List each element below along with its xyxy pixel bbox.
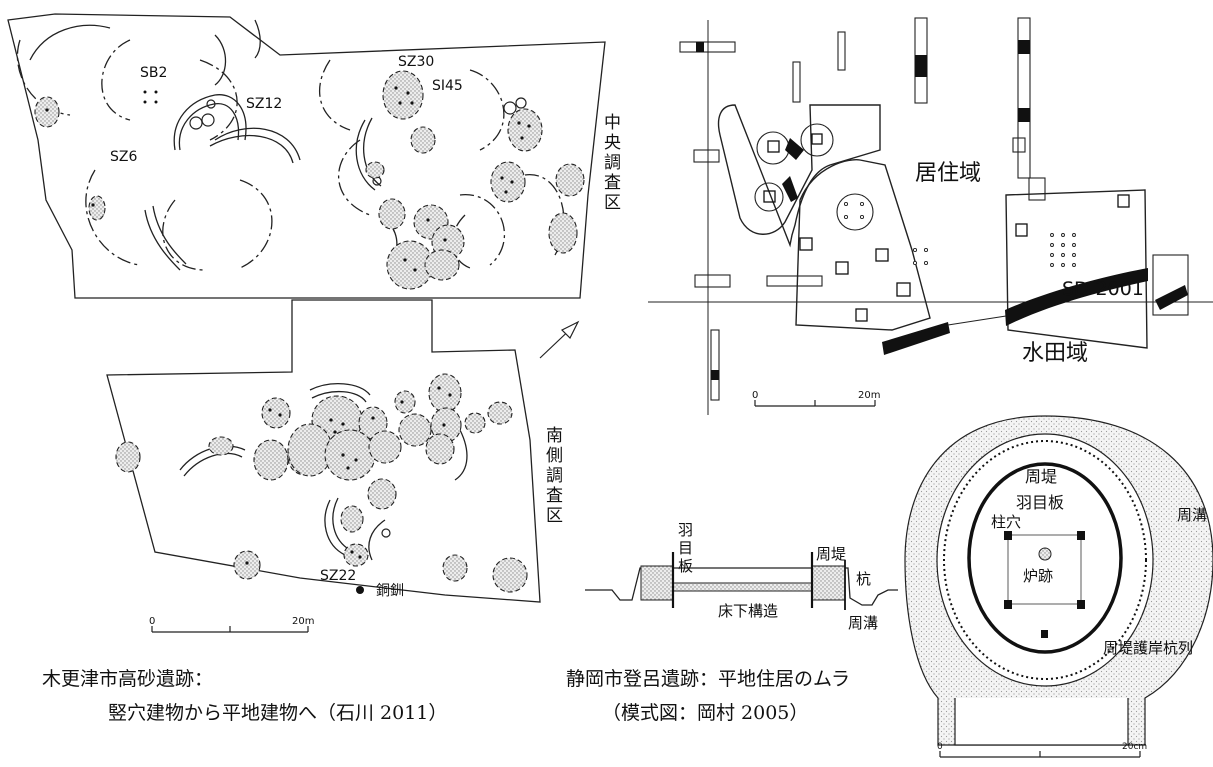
label-haimeita-vertical: 羽 目 板	[678, 521, 693, 575]
shaded-pits-central	[34, 70, 585, 290]
bank-left	[640, 565, 674, 601]
right-scale-zero: 0	[752, 390, 758, 401]
bank-right	[811, 565, 846, 601]
right-scale-bar	[754, 400, 876, 407]
svg-text:区: 区	[604, 193, 621, 213]
plan-diagram: 周堤 羽目板 周溝 柱穴 炉跡 周堤護岸杭列 0 20cm	[904, 415, 1213, 758]
trench-fills	[696, 40, 1188, 380]
post-frame	[1007, 534, 1082, 605]
right-scale-end: 20m	[858, 390, 880, 401]
ditch-bands	[782, 138, 1148, 355]
plan-scale-zero: 0	[937, 742, 943, 752]
svg-text:目: 目	[678, 539, 693, 557]
label-sz30: SZ30	[398, 54, 434, 70]
ground-profile	[585, 567, 898, 606]
shaded-pits-south	[115, 373, 528, 593]
label-underfloor: 床下構造	[718, 602, 778, 620]
label-bronze-bracelet: 銅釧	[376, 583, 404, 599]
svg-text:調: 調	[546, 466, 563, 486]
label-section-shuutei: 周堤	[816, 545, 846, 563]
label-hearth: 炉跡	[1023, 567, 1053, 585]
ditch-gap	[954, 698, 1129, 746]
svg-text:中: 中	[604, 113, 621, 133]
paddy-enclosure	[1005, 189, 1148, 349]
caption-left-line1: 木更津市高砂遺跡：	[42, 668, 214, 690]
label-sz12: SZ12	[246, 96, 282, 112]
residential-enclosure-1	[717, 104, 881, 248]
post-holes-plan	[1004, 531, 1085, 638]
plan-scale-end: 20cm	[1122, 742, 1147, 752]
svg-text:央: 央	[604, 133, 621, 153]
svg-text:羽: 羽	[678, 521, 693, 539]
posthole-rows	[843, 201, 1076, 267]
plan-scale-bar	[939, 751, 1141, 758]
label-residential-zone: 居住域	[915, 161, 981, 186]
label-section-ditch: 周溝	[848, 614, 878, 632]
svg-text:査: 査	[604, 173, 621, 193]
post-holes	[45, 86, 531, 565]
svg-text:査: 査	[546, 486, 563, 506]
central-area-outline	[7, 13, 606, 299]
label-sd2001: SD-2001	[1062, 278, 1144, 300]
trench-segments	[679, 17, 1189, 401]
hearth-icon	[1038, 547, 1052, 561]
south-area-outline	[106, 299, 541, 603]
ditch-connector	[947, 315, 1007, 326]
residential-enclosure-2	[795, 158, 931, 331]
svg-text:調: 調	[604, 153, 621, 173]
label-sz6: SZ6	[110, 149, 137, 165]
caption-right-line2: （模式図：岡村 2005）	[602, 702, 809, 724]
label-si45: SI45	[432, 78, 463, 94]
left-scale-zero: 0	[149, 616, 155, 627]
svg-text:区: 区	[546, 506, 563, 526]
right-site-map: 居住域 SD-2001 水田域 0 20m	[648, 17, 1213, 415]
bronze-bracelet-marker	[356, 586, 364, 594]
caption-right-line1: 静岡市登呂遺跡：平地住居のムラ	[566, 668, 851, 690]
caption-left-line2: 竪穴建物から平地建物へ（石川 2011）	[108, 702, 448, 724]
svg-text:南: 南	[546, 426, 563, 446]
label-post-hole: 柱穴	[991, 513, 1021, 531]
north-arrow-icon	[539, 320, 580, 359]
label-sz22: SZ22	[320, 568, 356, 584]
label-revetment-stakes: 周堤護岸杭列	[1103, 639, 1193, 657]
underfloor-structure	[672, 582, 813, 592]
left-scale-bar	[151, 626, 309, 633]
left-scale-end: 20m	[292, 616, 314, 627]
label-plan-shuutei: 周堤	[1025, 467, 1057, 486]
house-squares	[763, 133, 1130, 322]
grid-lines	[648, 20, 1213, 415]
stake-row	[943, 440, 1147, 680]
pit-outlines	[16, 39, 565, 271]
label-plan-haimeita: 羽目板	[1016, 493, 1064, 512]
section-diagram: 羽 目 板 周堤 杭 床下構造 周溝	[585, 521, 898, 632]
label-paddy-zone: 水田域	[1022, 341, 1088, 366]
label-south-survey-area: 南 側 調 査 区	[546, 426, 563, 526]
label-plan-ditch: 周溝	[1177, 506, 1207, 524]
label-central-survey-area: 中 央 調 査 区	[604, 113, 621, 213]
svg-text:側: 側	[546, 446, 563, 466]
label-sb2: SB2	[140, 65, 167, 81]
svg-text:板: 板	[678, 557, 693, 575]
label-section-stake: 杭	[856, 570, 871, 588]
left-site-map: SB2 SZ6 SZ12 SZ30 SI45 SZ22 銅釧 中 央 調 査 区…	[7, 13, 621, 633]
trench-lines	[29, 19, 468, 561]
